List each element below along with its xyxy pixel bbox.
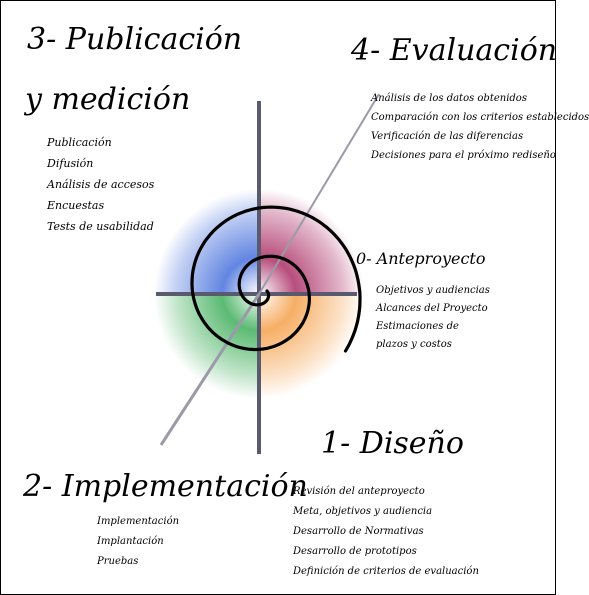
phase-3-item: Publicación <box>47 136 112 149</box>
phase-2-item: Implantación <box>97 536 164 547</box>
phase-1-list: Revisión del anteproyecto Meta, objetivo… <box>293 487 479 577</box>
phase-3-item: Análisis de accesos <box>47 178 155 191</box>
phase-0-list: Objetivos y audiencias Alcances del Proy… <box>376 286 490 350</box>
phase-4-item: Análisis de los datos obtenidos <box>371 93 527 104</box>
phase-4-item: Verificación de las diferencias <box>371 131 524 142</box>
diagonal-guide-lower <box>159 293 261 446</box>
phase-0-item: plazos y costos <box>376 339 452 350</box>
diagonal-guide-upper <box>258 93 380 295</box>
phase-3-title-line1: 3- Publicación <box>27 22 243 57</box>
spiral-line <box>190 205 362 353</box>
phase-1-title: 1- Diseño <box>321 426 464 461</box>
phase-4-list: Análisis de los datos obtenidos Comparac… <box>371 94 589 161</box>
phase-0-title: 0- Anteproyecto <box>356 249 486 268</box>
phase-3-item: Tests de usabilidad <box>47 220 154 233</box>
phase-0-item: Objetivos y audiencias <box>376 285 490 296</box>
phase-4-item: Decisiones para el próximo rediseño <box>371 150 556 161</box>
phase-1-item: Desarrollo de prototipos <box>293 546 417 557</box>
phase-2-item: Implementación <box>97 516 180 527</box>
phase-4-title: 4- Evaluación <box>351 33 558 68</box>
phase-2-title: 2- Implementación <box>23 469 308 504</box>
phase-1-item: Meta, objetivos y audiencia <box>293 506 433 517</box>
quadrant-bottom-left <box>154 294 259 399</box>
phase-3-item: Difusión <box>47 157 94 170</box>
phase-0-item: Alcances del Proyecto <box>376 303 488 314</box>
phase-0-item: Estimaciones de <box>376 321 459 332</box>
spiral-diagram <box>154 93 380 454</box>
quadrant-top-right <box>259 189 364 294</box>
phase-3-item: Encuestas <box>47 199 105 212</box>
phase-1-item: Revisión del anteproyecto <box>293 486 425 497</box>
phase-3-list: Publicación Difusión Análisis de accesos… <box>47 137 154 232</box>
phase-2-item: Pruebas <box>97 556 139 567</box>
phase-4-item: Comparación con los criterios establecid… <box>371 112 589 123</box>
phase-3-title-line2: y medición <box>25 82 191 117</box>
quadrant-bottom-right <box>259 294 364 399</box>
phase-2-list: Implementación Implantación Pruebas <box>97 517 179 567</box>
phase-1-item: Definición de criterios de evaluación <box>293 566 479 577</box>
phase-1-item: Desarrollo de Normativas <box>293 526 424 537</box>
